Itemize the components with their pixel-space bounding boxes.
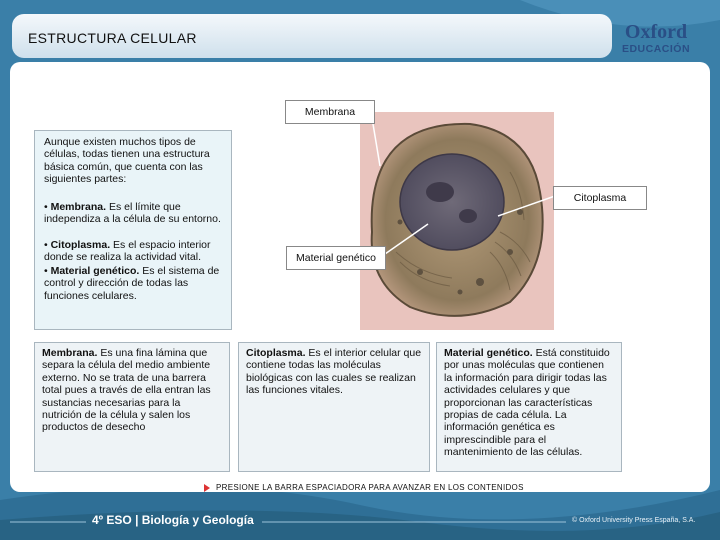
- intro-text: Es el límite que independiza a la célula…: [44, 201, 221, 226]
- cell-micrograph: [360, 112, 554, 330]
- logo-subtitle: EDUCACIÓN: [621, 43, 691, 55]
- intro-term: Material genético.: [50, 265, 140, 277]
- definition-material-genetico: Material genético. Está constituido por …: [436, 342, 622, 472]
- advance-instruction: PRESIONE LA BARRA ESPACIADORA PARA AVANZ…: [216, 483, 524, 492]
- intro-item-citoplasma: • Citoplasma. Es el espacio interior don…: [44, 239, 211, 264]
- label-citoplasma: Citoplasma: [553, 186, 647, 210]
- definition-text: Es el interior celular que contiene toda…: [246, 347, 422, 397]
- play-arrow-icon: [204, 484, 210, 492]
- intro-term: Membrana.: [50, 201, 107, 213]
- oxford-logo: Oxford EDUCACIÓN: [616, 22, 696, 56]
- definition-term: Membrana.: [42, 347, 98, 359]
- intro-item-membrana: • Membrana. Es el límite que independiza…: [44, 201, 221, 226]
- label-material-genetico: Material genético: [286, 246, 386, 270]
- course-label: 4º ESO | Biología y Geología: [92, 513, 254, 527]
- intro-item-material: • Material genético. Es el sistema de co…: [44, 265, 220, 302]
- intro-box: Aunque existen muchos tipos de células, …: [34, 130, 232, 330]
- intro-text: Es el sistema de control y dirección de …: [44, 265, 220, 302]
- definition-membrana: Membrana. Es una fina lámina que separa …: [34, 342, 230, 472]
- intro-term: Citoplasma.: [50, 239, 111, 251]
- definition-term: Material genético.: [444, 347, 533, 359]
- page-title: ESTRUCTURA CELULAR: [28, 30, 197, 46]
- copyright: © Oxford University Press España, S.A.: [572, 517, 696, 524]
- label-membrana: Membrana: [285, 100, 375, 124]
- definition-text: Es una fina lámina que separa la célula …: [42, 347, 211, 434]
- definition-text: Está constituido por unas moléculas que …: [444, 347, 610, 459]
- intro-paragraph: Aunque existen muchos tipos de células, …: [44, 136, 210, 186]
- definition-citoplasma: Citoplasma. Es el interior celular que c…: [238, 342, 430, 472]
- header-bar: [12, 14, 612, 58]
- definition-term: Citoplasma.: [246, 347, 306, 359]
- logo-wordmark: Oxford: [624, 21, 688, 43]
- intro-text: Es el espacio interior donde se realiza …: [44, 239, 211, 264]
